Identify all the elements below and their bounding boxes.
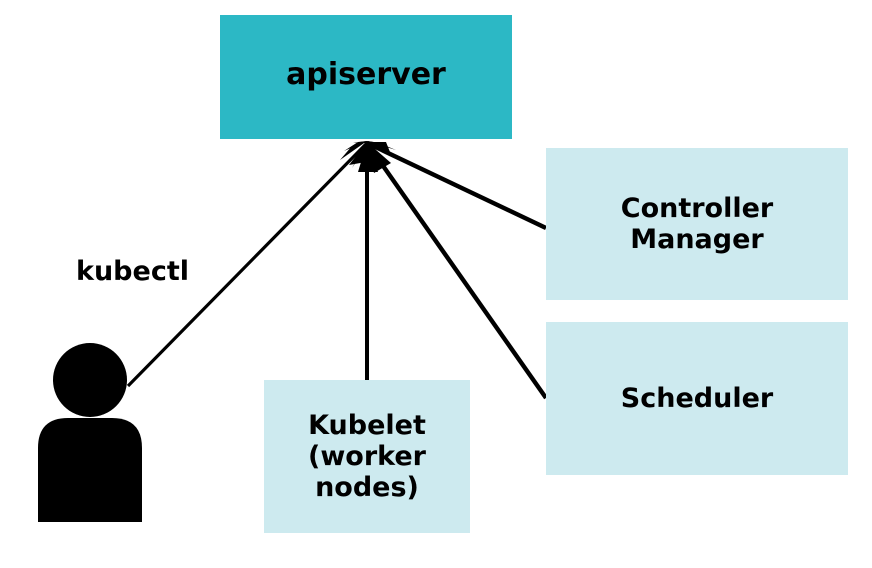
node-controller-manager-label: Controller Manager: [620, 192, 774, 255]
edge-label-kubectl: kubectl: [76, 256, 189, 287]
edge-controller-manager-to-apiserver: [366, 141, 547, 230]
actor-user[interactable]: [30, 335, 160, 535]
person-head-icon: [53, 343, 127, 417]
node-scheduler[interactable]: Scheduler: [546, 322, 848, 475]
node-kubelet-label: Kubelet (worker nodes): [307, 409, 426, 504]
node-kubelet[interactable]: Kubelet (worker nodes): [264, 380, 470, 533]
edge-scheduler-to-apiserver: [365, 141, 548, 400]
arrowhead-icon: [349, 142, 377, 165]
edge-line: [365, 141, 548, 400]
node-apiserver-label: apiserver: [286, 56, 446, 92]
node-apiserver[interactable]: apiserver: [220, 15, 512, 139]
arrowhead-icon: [367, 142, 391, 173]
edge-kubelet-to-apiserver: [358, 142, 378, 380]
arrowhead-icon: [358, 142, 378, 172]
edge-line: [366, 141, 547, 230]
person-icon: [38, 343, 142, 522]
node-scheduler-label: Scheduler: [620, 382, 774, 414]
arrowhead-icon: [367, 142, 392, 157]
node-controller-manager[interactable]: Controller Manager: [546, 148, 848, 300]
person-body-icon: [38, 418, 142, 522]
arrowhead-cluster-icon: [340, 141, 396, 168]
